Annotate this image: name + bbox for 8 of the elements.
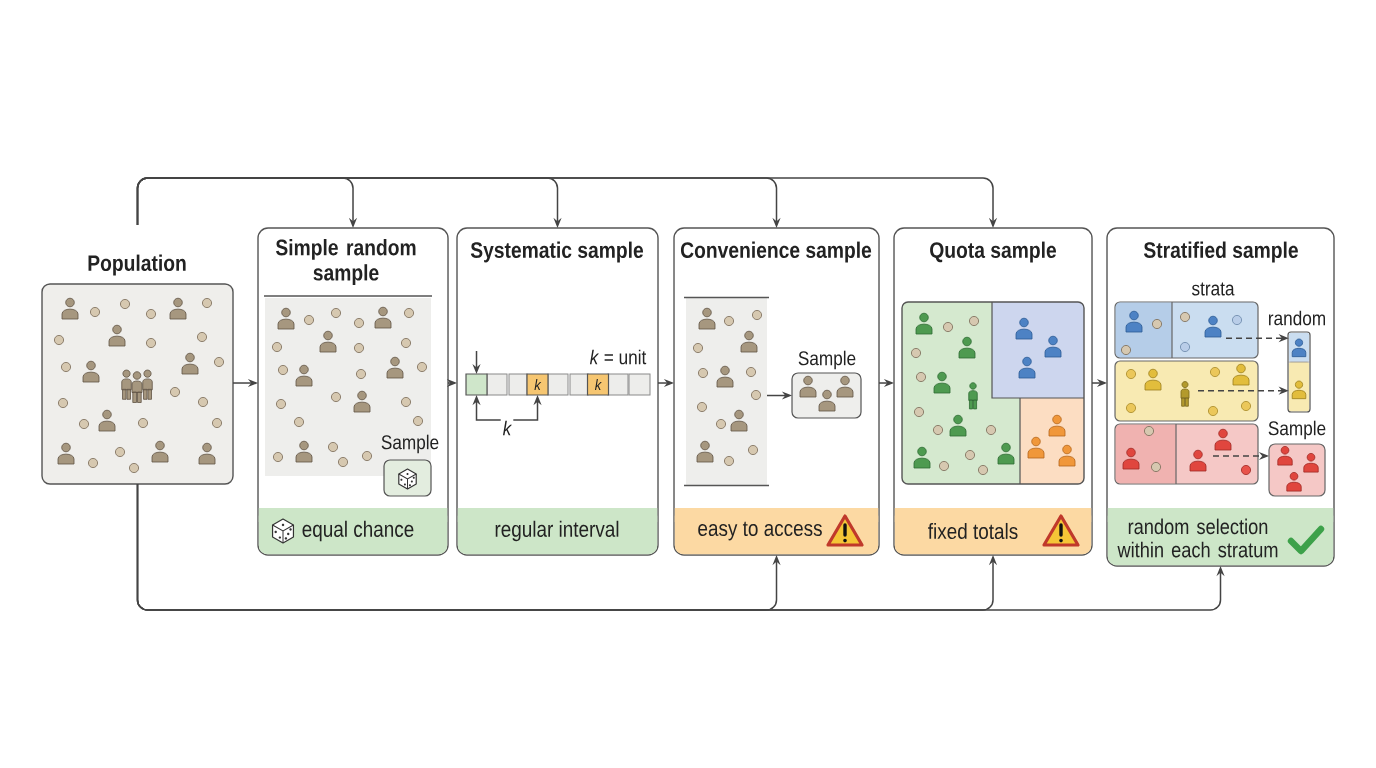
footer-band: regular interval: [457, 508, 658, 555]
annotation: k = unit: [589, 349, 647, 365]
strip-cell: [465, 373, 488, 396]
node-label: Population: [88, 254, 186, 276]
footer-band: easy to access: [674, 508, 879, 555]
node-label: Sample: [798, 350, 856, 370]
strip-cell: k: [586, 373, 610, 396]
strip-cell: k: [526, 373, 549, 396]
